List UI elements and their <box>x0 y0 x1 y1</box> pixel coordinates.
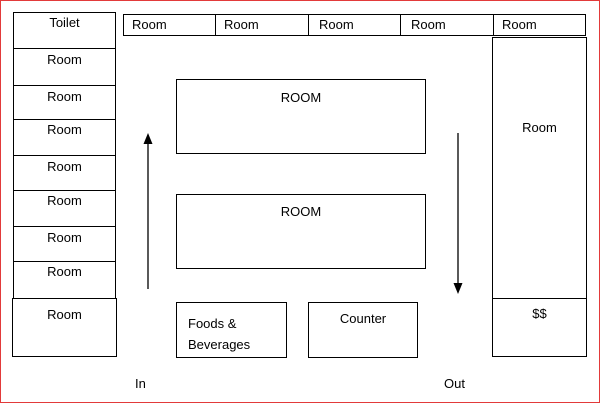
center-room-label: ROOM <box>280 90 322 105</box>
left-room: Room <box>12 298 117 357</box>
center-room-label: ROOM <box>280 204 322 219</box>
left-room-label: Room <box>47 230 82 245</box>
right-room: Room <box>492 37 587 299</box>
top-room-label: Room <box>319 17 354 32</box>
left-room: Room <box>13 85 116 120</box>
food-beverages-area: Foods & Beverages <box>176 302 287 358</box>
food-beverages-label: Foods & Beverages <box>188 313 250 355</box>
top-room-label: Room <box>224 17 259 32</box>
center-room: ROOM <box>176 79 426 154</box>
top-room-label: Room <box>411 17 446 32</box>
top-room-label: Room <box>132 17 167 32</box>
food-beverages-line-1: Foods & <box>188 316 237 331</box>
payment-area: $$ <box>492 298 587 357</box>
center-room: ROOM <box>176 194 426 269</box>
in-label: In <box>135 376 146 391</box>
out-arrow <box>453 133 463 294</box>
left-room: Room <box>13 190 116 227</box>
left-room-label: Room <box>47 122 82 137</box>
out-label: Out <box>444 376 465 391</box>
top-room: Room <box>308 14 401 36</box>
payment-label: $$ <box>532 306 547 321</box>
in-arrow <box>143 133 153 289</box>
food-beverages-line-2: Beverages <box>188 337 251 352</box>
right-room-label: Room <box>522 120 557 135</box>
left-room-label: Room <box>47 307 82 322</box>
left-room-label: Room <box>47 159 82 174</box>
left-room: Room <box>13 226 116 262</box>
top-room: Room <box>215 14 309 36</box>
counter-area: Counter <box>308 302 418 358</box>
top-room-label: Room <box>502 17 537 32</box>
left-room-toilet: Toilet <box>13 12 116 49</box>
top-room: Room <box>493 14 586 36</box>
left-room: Room <box>13 155 116 191</box>
left-room-label: Room <box>47 89 82 104</box>
left-room-label: Room <box>47 264 82 279</box>
left-room-label: Toilet <box>49 15 80 30</box>
counter-label: Counter <box>339 311 387 326</box>
left-room-label: Room <box>47 52 82 67</box>
left-room-label: Room <box>47 193 82 208</box>
